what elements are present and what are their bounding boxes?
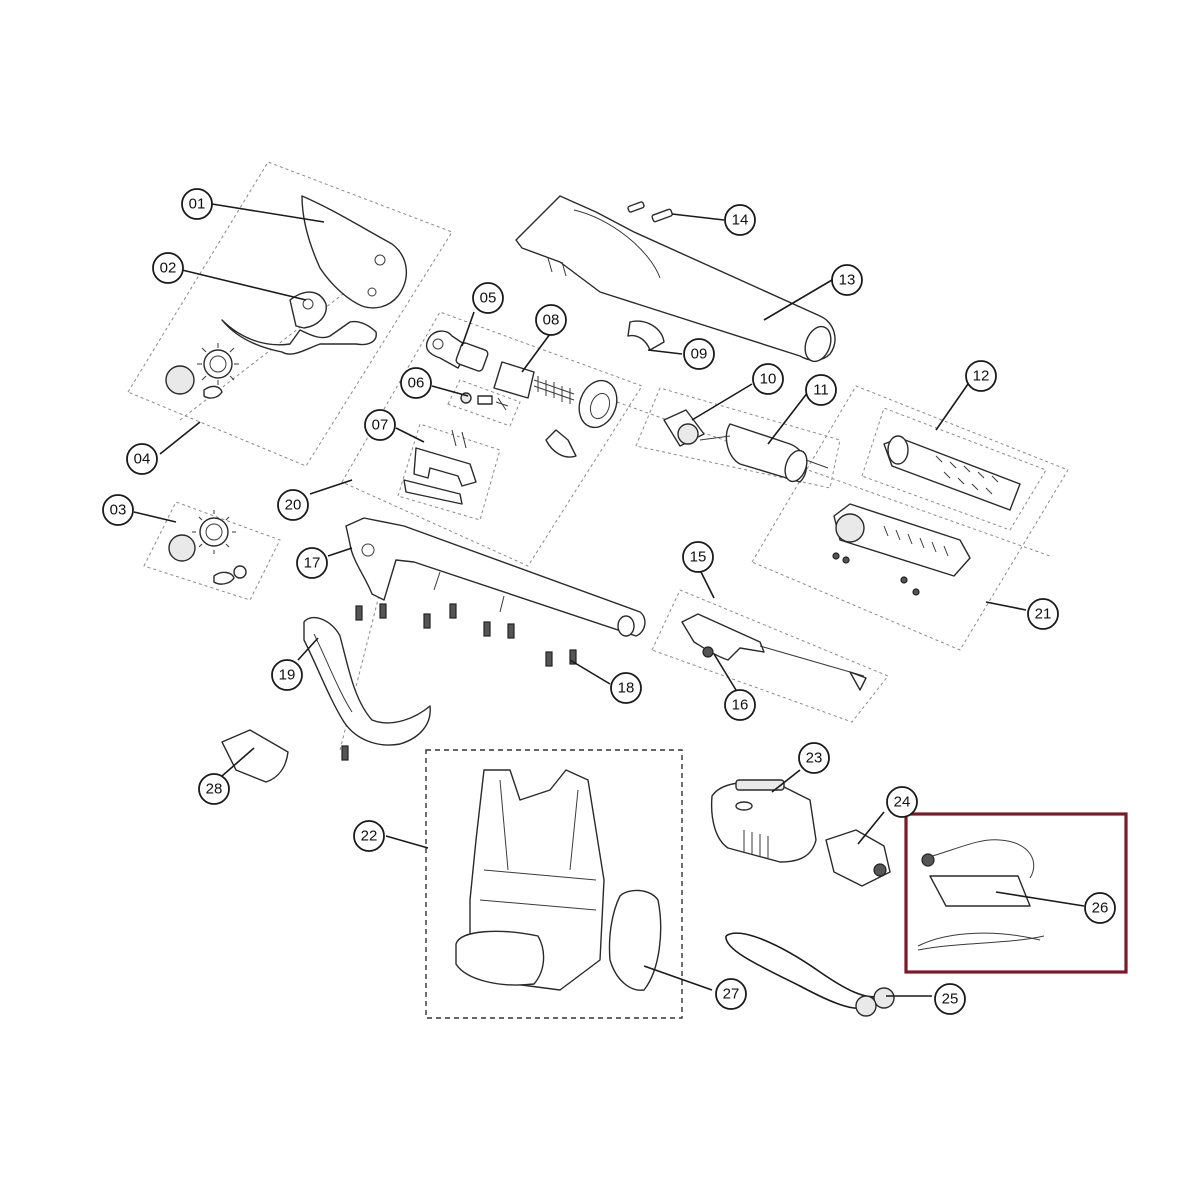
callout-label: 20 — [285, 497, 302, 514]
callout-label: 12 — [973, 368, 990, 385]
callout-label: 06 — [408, 375, 425, 392]
gear-and-nut — [165, 343, 239, 399]
spindle-assembly — [425, 330, 618, 429]
group-outline-12 — [861, 407, 1047, 531]
callout-16: 16 — [724, 689, 756, 721]
callout-18: 18 — [610, 672, 642, 704]
callout-label: 16 — [732, 697, 749, 714]
callout-24: 24 — [886, 786, 918, 818]
callout-09: 09 — [683, 338, 715, 370]
group-outline-04 — [127, 161, 453, 467]
blade-sheath — [221, 729, 289, 783]
callout-14: 14 — [724, 204, 756, 236]
callout-17: 17 — [296, 547, 328, 579]
lower-blade — [221, 291, 377, 355]
group-outline-20 — [341, 311, 643, 567]
callout-label: 02 — [160, 260, 177, 277]
group-outline-22 — [425, 749, 683, 1019]
callout-03: 03 — [102, 494, 134, 526]
upper-housing — [515, 195, 836, 363]
callout-label: 04 — [134, 451, 151, 468]
group-outline-21 — [751, 385, 1069, 651]
charger — [917, 839, 1045, 951]
housing-screws — [627, 201, 673, 223]
blade-axis-line — [179, 249, 401, 421]
callout-label: 01 — [189, 196, 206, 213]
housing-screws-lower — [341, 603, 577, 761]
connection-cable — [725, 932, 895, 1017]
callout-25: 25 — [934, 983, 966, 1015]
callout-27: 27 — [715, 978, 747, 1010]
group-outline-07 — [397, 423, 501, 521]
callout-label: 09 — [691, 346, 708, 363]
callout-label: 08 — [543, 312, 560, 329]
callout-label: 17 — [304, 555, 321, 572]
upper-blade — [301, 195, 408, 309]
hand-guard — [303, 617, 431, 746]
callout-label: 25 — [942, 991, 959, 1008]
callout-label: 11 — [813, 382, 829, 399]
callout-label: 21 — [1035, 606, 1052, 623]
callout-12: 12 — [965, 360, 997, 392]
callout-06: 06 — [400, 367, 432, 399]
holster — [608, 889, 662, 991]
callout-07: 07 — [364, 409, 396, 441]
callout-08: 08 — [535, 304, 567, 336]
callout-15: 15 — [682, 541, 714, 573]
group-outline-15 — [651, 589, 889, 723]
callout-label: 13 — [839, 272, 856, 289]
callout-label: 10 — [760, 371, 777, 388]
callout-label: 22 — [361, 828, 378, 845]
motor — [663, 409, 829, 483]
callout-label: 03 — [110, 502, 127, 519]
callout-label: 28 — [206, 781, 223, 798]
battery-adapter — [825, 829, 891, 887]
callout-02: 02 — [152, 252, 184, 284]
callout-22: 22 — [353, 820, 385, 852]
callout-01: 01 — [181, 188, 213, 220]
group-outline-06 — [447, 379, 521, 427]
callout-label: 27 — [723, 986, 740, 1003]
callout-label: 19 — [279, 667, 296, 684]
callout-label: 14 — [732, 212, 749, 229]
callout-19: 19 — [271, 659, 303, 691]
harness-vest — [455, 769, 605, 991]
callout-05: 05 — [472, 282, 504, 314]
trigger-assembly — [681, 613, 867, 691]
callout-label: 05 — [480, 290, 497, 307]
callout-10: 10 — [752, 363, 784, 395]
bracket — [403, 429, 477, 505]
callout-20: 20 — [277, 489, 309, 521]
callout-13: 13 — [831, 264, 863, 296]
part-callouts: 01 02 03 04 05 06 07 08 09 10 11 12 13 1… — [102, 188, 1116, 1015]
highlight-box-26 — [904, 812, 1128, 974]
callout-26: 26 — [1084, 892, 1116, 924]
leader-lines — [133, 203, 1085, 997]
callout-11: 11 — [805, 374, 837, 406]
callout-label: 15 — [690, 549, 707, 566]
callout-23: 23 — [798, 742, 830, 774]
group-outline-03 — [143, 501, 281, 601]
battery — [710, 779, 817, 863]
lower-housing — [345, 517, 646, 637]
callout-label: 23 — [806, 750, 823, 767]
callout-28: 28 — [198, 773, 230, 805]
callout-label: 24 — [894, 794, 911, 811]
callout-label: 18 — [618, 680, 635, 697]
callout-label: 07 — [372, 417, 389, 434]
electronics-module — [832, 435, 1021, 596]
callout-label: 26 — [1092, 900, 1109, 917]
callout-04: 04 — [126, 443, 158, 475]
callout-21: 21 — [1027, 598, 1059, 630]
gear-kit — [168, 510, 247, 585]
